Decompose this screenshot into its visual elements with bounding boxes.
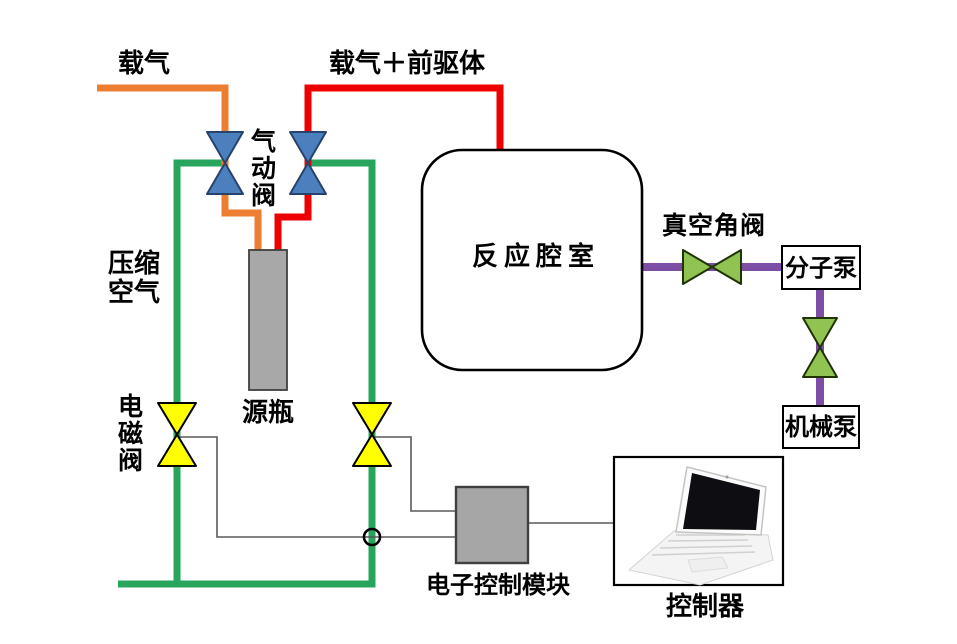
label-molecular-pump: 分子泵 bbox=[785, 256, 857, 282]
foreline-valve-icon bbox=[802, 317, 838, 378]
label-electronic-control-module: 电子控制模块 bbox=[426, 573, 570, 599]
label-source-bottle: 源瓶 bbox=[242, 398, 295, 427]
label-carrier-gas-precursor: 载气＋前驱体 bbox=[329, 49, 486, 78]
label-carrier-gas: 载气 bbox=[118, 49, 171, 78]
control-module-box bbox=[454, 485, 530, 565]
label-reaction-chamber: 反应腔室 bbox=[471, 242, 600, 271]
solenoid-valve-right-icon bbox=[352, 402, 392, 467]
label-controller: 控制器 bbox=[666, 592, 745, 621]
controller-laptop-image bbox=[612, 455, 785, 587]
molecular-pump-box bbox=[781, 245, 861, 290]
solenoid-valve-left-icon bbox=[157, 402, 197, 467]
label-compressed-air: 压缩空气 bbox=[108, 249, 161, 307]
label-vacuum-angle-valve: 真空角阀 bbox=[662, 213, 767, 240]
vacuum-angle-valve-icon bbox=[682, 249, 742, 285]
compressed-air-pipe-right bbox=[308, 159, 376, 587]
pneumatic-valve-left-icon bbox=[206, 131, 244, 195]
reaction-chamber-vessel bbox=[420, 148, 644, 372]
carrier-gas-pipe bbox=[97, 84, 262, 256]
source-bottle-vessel bbox=[248, 249, 288, 391]
label-solenoid-valve: 电磁阀 bbox=[118, 394, 144, 475]
label-mechanical-pump: 机械泵 bbox=[785, 415, 857, 441]
mechanical-pump-box bbox=[782, 405, 860, 449]
pneumatic-valve-right-icon bbox=[289, 131, 327, 195]
wire-left-valve-to-module bbox=[177, 436, 456, 538]
wire-right-valve-to-module bbox=[372, 436, 456, 512]
wire-junction-node bbox=[362, 527, 382, 547]
label-pneumatic-valve: 气动阀 bbox=[251, 129, 277, 210]
